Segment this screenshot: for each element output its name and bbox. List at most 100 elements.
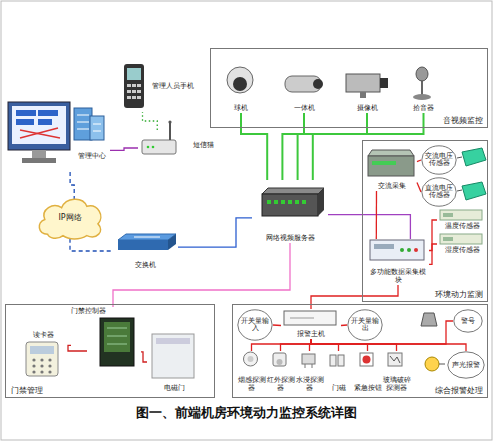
monitor-icon: [22, 158, 56, 163]
door-lock-icon: [152, 334, 194, 378]
node-label: 温度传感器: [437, 222, 487, 230]
monitor-icon: [38, 110, 58, 116]
dome-camera-icon: [233, 77, 247, 91]
data-module-icon: [374, 244, 394, 249]
node-label: 烟感探测器: [237, 376, 266, 392]
card-reader-icon: [40, 370, 43, 373]
node-label: 水浸探测器: [295, 376, 324, 392]
connector-line: [70, 239, 112, 251]
node-label: 湿度传感器: [437, 246, 487, 254]
node-label: 交流电压传感器: [421, 153, 457, 168]
sensor-device-icon: [457, 157, 462, 158]
node-label: 紧急按钮: [353, 384, 382, 392]
building-icon: [77, 115, 89, 116]
connector-line: [429, 244, 437, 264]
building-icon: [90, 116, 104, 140]
connector-line: [298, 113, 367, 180]
building-icon: [74, 108, 104, 140]
node-label: 管理中心: [77, 152, 107, 160]
group-label: 环境动力监测: [434, 290, 484, 299]
detector-icon: [363, 356, 371, 364]
controller-icon: [100, 318, 134, 366]
detector-device: 烟感探测器: [237, 351, 266, 393]
phone-icon: [127, 84, 131, 87]
modem-icon: [169, 123, 171, 140]
group-label: 综合报警处理: [434, 386, 484, 395]
switch-icon: [118, 234, 176, 240]
node-label: 网络视频服务器: [252, 234, 328, 242]
building-icon: [93, 131, 101, 132]
connector-line: [141, 352, 147, 362]
monitor-icon: [32, 150, 46, 158]
node-label: 多功能数据采集模块: [367, 268, 429, 284]
connector-line: [70, 172, 74, 200]
detector-device: 门磁: [324, 351, 353, 393]
management-center: 管理中心: [5, 100, 110, 172]
collector-icon: [372, 161, 396, 165]
siren-icon: [421, 313, 437, 326]
node-label: 报警主机: [281, 330, 341, 338]
sensor-device-icon: [457, 190, 462, 191]
controller-icon: [104, 322, 130, 352]
callout-outline: [422, 178, 456, 206]
lamp-icon: [425, 357, 445, 371]
collector-icon: [368, 156, 414, 176]
modem-icon: [142, 140, 176, 154]
server-icon: [288, 200, 292, 204]
connector-line: [311, 339, 397, 351]
humidity-sensor-icon: [440, 234, 482, 244]
node-label: 交流采集: [367, 182, 417, 190]
camera-device: 摄像机: [341, 63, 393, 113]
group-label: 音视频监控: [442, 116, 484, 125]
detector-icon: [338, 355, 344, 366]
callout-circle: 开关量输出: [347, 309, 383, 341]
node-label: 声光报警: [447, 361, 485, 369]
card-reader-icon: [40, 358, 43, 361]
server-icon: [262, 194, 318, 216]
node-label: 门磁: [324, 384, 353, 392]
box-camera-icon: [313, 79, 323, 89]
phone-icon: [137, 90, 141, 93]
siren-icon: [421, 313, 437, 326]
connector-line: [341, 324, 347, 326]
phone-icon: [127, 90, 131, 93]
connector-line: [178, 218, 252, 247]
card-reader-icon: [40, 364, 43, 367]
modem-icon: [147, 146, 150, 149]
server-icon: [302, 200, 306, 204]
card-reader: 读卡器: [0, 331, 87, 381]
collector-icon: [368, 150, 414, 176]
microphone-icon: [413, 94, 431, 100]
connector-line: [311, 339, 368, 351]
sms-modem: 短信猫: [138, 130, 215, 160]
card-reader-icon: [32, 364, 35, 367]
detector-icon: [244, 352, 403, 368]
node-label: 一体机: [281, 104, 327, 112]
detector-device: 玻璃破碎探测器: [382, 351, 411, 393]
box-camera-icon: [285, 76, 323, 92]
connector-line: [110, 148, 138, 150]
connector-line: [241, 113, 267, 180]
dome-camera-icon: [227, 67, 253, 93]
camera-icon: [360, 92, 366, 98]
phone-icon: [137, 84, 141, 87]
group-box: 音视频监控球机一体机摄像机拾音器: [210, 48, 488, 128]
detector-icon: [248, 356, 254, 362]
card-reader-icon: [48, 364, 51, 367]
alarm-host-icon: [284, 311, 336, 325]
node-label: 警号: [453, 317, 483, 325]
humidity-sensor-icon: [440, 234, 482, 244]
access-controller: 门禁控制器: [71, 307, 141, 371]
callout-outline: [454, 310, 482, 332]
connector-line: [311, 339, 339, 351]
controller-icon: [107, 344, 127, 345]
temperature-sensor-icon: [440, 210, 482, 220]
door-lock-icon: [156, 338, 190, 344]
dome-camera: 球机: [219, 63, 263, 113]
callout-circle: 警号: [453, 309, 483, 333]
node-label: 玻璃破碎探测器: [382, 376, 411, 392]
monitor-icon: [16, 119, 34, 125]
controller-icon: [107, 328, 127, 329]
card-reader-icon: [30, 346, 54, 354]
